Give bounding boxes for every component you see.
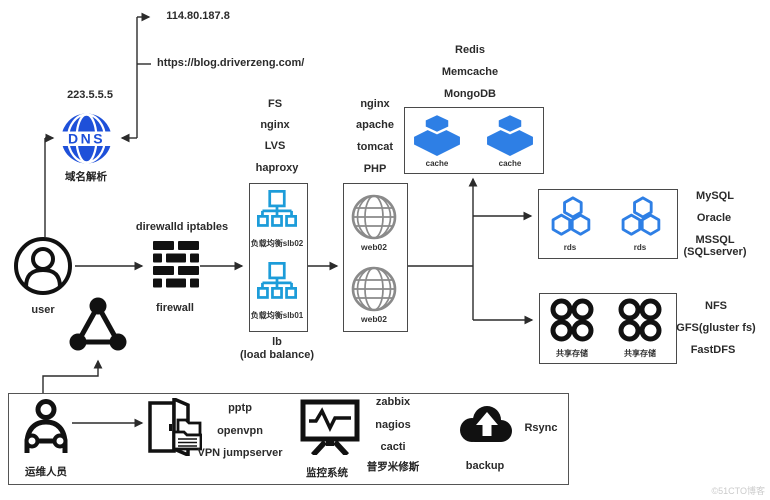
web-tech-nginx: nginx (360, 98, 390, 110)
slb-node-2-label: 负载均衡slb01 (250, 311, 304, 320)
web-tech-php: PHP (363, 163, 387, 175)
cache-icon-2 (487, 112, 533, 156)
dns-server-ip-label: 223.5.5.5 (67, 89, 113, 101)
mon-tech-cacti: cacti (380, 441, 406, 453)
web-node-1-label: web02 (361, 242, 387, 252)
firewall-title: direwalld iptables (135, 221, 229, 233)
storage-node-1-label: 共享存储 (556, 349, 588, 358)
storage-node-2-label: 共享存储 (624, 349, 656, 358)
user-label: user (31, 304, 55, 316)
vpn-tech-jumpserver: VPN jumpserver (197, 447, 283, 459)
db-tech-sqlserver: (SQLserver) (683, 246, 747, 258)
lb-group-box (249, 183, 308, 332)
rds-icon-1 (551, 196, 591, 236)
lb-caption-2: (load balance) (240, 349, 314, 361)
site-url-label: https://blog.driverzeng.com/ (157, 57, 305, 69)
backup-cloud-icon (460, 406, 512, 442)
web-tech-tomcat: tomcat (356, 141, 394, 153)
lb-tech-fs: FS (267, 98, 283, 110)
mon-tech-zabbix: zabbix (375, 396, 411, 408)
firewall-label: firewall (156, 302, 194, 314)
rds-node-1-label: rds (563, 243, 577, 252)
cache-node-2-label: cache (498, 159, 522, 168)
public-ip-label: 114.80.187.8 (166, 10, 230, 22)
ops-person-label: 运维人员 (25, 466, 67, 478)
db-tech-oracle: Oracle (696, 212, 732, 224)
cache-tech-mongodb: MongoDB (444, 88, 496, 100)
cache-tech-redis: Redis (455, 44, 485, 56)
fs-tech-gfs: GFS(gluster fs) (676, 322, 756, 334)
user-icon (14, 237, 72, 295)
vpn-tech-openvpn: openvpn (217, 425, 263, 437)
storage-icon-2 (618, 298, 662, 342)
dns-label: 域名解析 (65, 171, 107, 183)
cache-tech-memcache: Memcache (441, 66, 499, 78)
slb-icon-1 (257, 190, 297, 227)
fs-tech-fastdfs: FastDFS (690, 344, 736, 356)
mon-tech-prometheus: 普罗米修斯 (366, 461, 420, 473)
ops-arrow (72, 418, 144, 428)
rds-node-2-label: rds (633, 243, 647, 252)
lb-tech-lvs: LVS (264, 140, 286, 152)
firewall-icon (153, 241, 199, 288)
vpn-tech-pptp: pptp (228, 402, 252, 414)
ops-person-icon (24, 399, 68, 453)
fs-tech-nfs: NFS (705, 300, 727, 312)
watermark: ©51CTO博客 (711, 486, 765, 496)
monitoring-icon (300, 399, 360, 455)
storage-group-box (539, 293, 677, 364)
web-globe-icon-2 (351, 266, 397, 312)
slb-node-1-label: 负载均衡slb02 (250, 239, 304, 248)
web-node-2-label: web02 (361, 314, 387, 324)
svg-text:DNS: DNS (68, 131, 105, 147)
lb-caption-1: lb (272, 336, 282, 348)
cache-node-1-label: cache (425, 159, 449, 168)
lb-tech-haproxy: haproxy (255, 162, 299, 174)
storage-icon-1 (550, 298, 594, 342)
jumpserver-icon (148, 398, 202, 456)
mon-tech-nagios: nagios (375, 419, 411, 431)
web-tech-apache: apache (356, 119, 394, 131)
rds-icon-2 (621, 196, 661, 236)
lb-tech-nginx: nginx (260, 119, 290, 131)
db-tech-mssql: MSSQL (695, 234, 735, 246)
backup-label: backup (465, 460, 505, 472)
network-node-icon (69, 297, 127, 351)
cache-icon-1 (414, 112, 460, 156)
monitoring-label: 监控系统 (306, 467, 348, 479)
rsync-label: Rsync (524, 422, 558, 434)
dns-icon: DNS (60, 113, 113, 164)
slb-icon-2 (257, 262, 297, 299)
db-tech-mysql: MySQL (696, 190, 734, 202)
arrow-ops-to-network (42, 359, 103, 393)
web-globe-icon-1 (351, 194, 397, 240)
